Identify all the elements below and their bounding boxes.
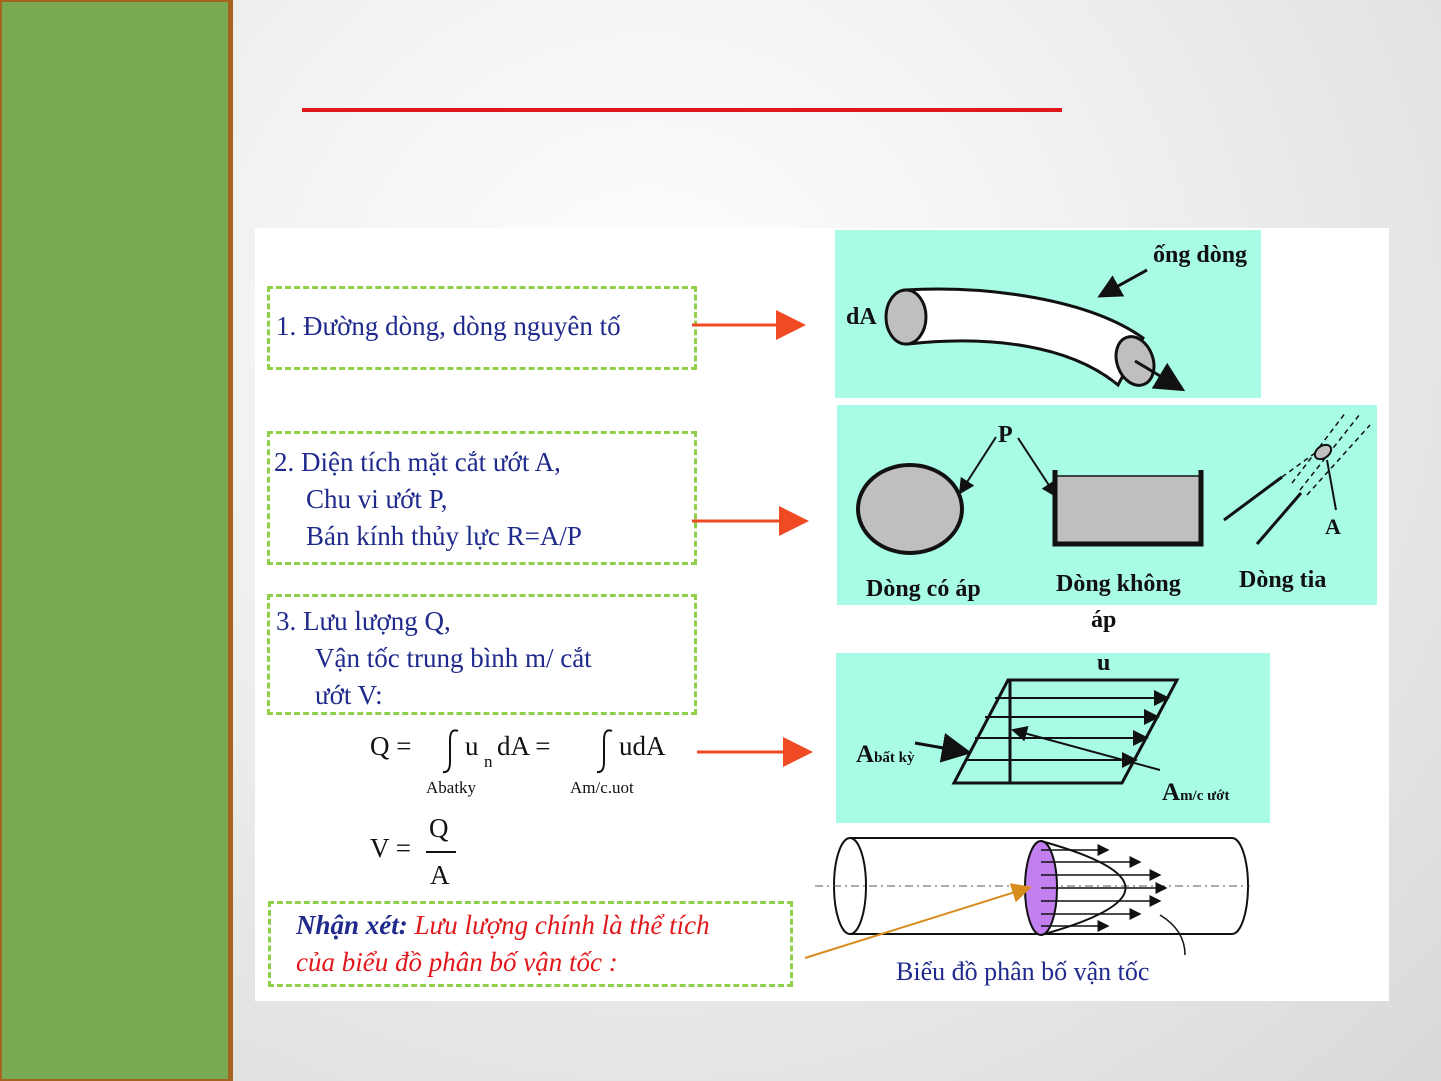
fig2-jet-a: A [1325,514,1341,539]
fig2-p-label: P [998,422,1013,448]
remark-line1: Lưu lượng chính là thể tích [407,910,710,940]
formula-sub-amc: Am/c.uot [570,778,634,797]
fig3-u-label: u [1097,650,1111,676]
fig2-pressure-flow-label: Dòng có áp [866,576,981,602]
fig1-da-label: dA [846,304,877,330]
item3-line2: Vận tốc trung bình m/ cắt [315,643,592,673]
fig3-a-wet: Am/c ướt [1162,779,1229,807]
fig2-sections [856,411,1371,555]
fig2-jet-flow-label: Dòng tia [1239,567,1327,593]
remark-box [268,901,793,987]
formula-un-subscript: n [484,752,493,771]
fig4-caption: Biểu đồ phân bố vận tốc [896,957,1150,986]
sidebar-panel [0,0,230,1081]
item3-box [267,594,697,715]
formula-un: u [465,731,479,761]
remark-label: Nhận xét: [296,910,408,940]
remark-line2: của biểu đồ phân bố vận tốc : [296,947,618,977]
item3-line3: ướt V: [315,680,383,710]
fig2-open-flow-label-l2: áp [1091,607,1117,633]
fig3-a-wet-sub: m/c ướt [1180,788,1230,804]
item2-box [267,431,697,565]
fig3-section [914,678,1180,785]
item3-line1: 3. Lưu lượng Q, [276,606,451,636]
formula-da-eq: dA = [497,731,551,761]
sidebar-border [230,0,233,1081]
formula-q-lhs: Q = [370,731,412,761]
item2-line2: Chu vi ướt P, [306,484,448,514]
formula-v-numerator: Q [429,813,449,843]
fig1-tube-label: ống dòng [1153,242,1248,268]
formula-symbols [426,729,613,853]
item1-text: 1. Đường dòng, dòng nguyên tố [276,311,621,341]
formula-v-lhs: V = [370,833,411,863]
item1-box [267,286,697,370]
fig3-a-any-sub: bất kỳ [874,750,915,766]
fig3-a-any-main: A [856,741,875,768]
remark-text: Nhận xét: Lưu lượng chính là thể tích [296,907,710,944]
formula-sub-abatky: Abatky [426,778,477,797]
title-underline [302,108,1062,112]
item2-line1: 2. Diện tích mặt cắt ướt A, [274,447,561,477]
formula-v-denominator: A [430,860,450,890]
item2-line3: Bán kính thủy lực R=A/P [306,521,582,551]
fig2-open-flow-label-l1: Dòng không [1056,571,1181,597]
fig4-pipe [804,837,1250,959]
fig1-stream-tube [884,268,1186,392]
fig3-a-any: Abất kỳ [856,741,915,769]
formula-uda: udA [619,731,666,761]
fig3-a-wet-main: A [1162,779,1181,806]
